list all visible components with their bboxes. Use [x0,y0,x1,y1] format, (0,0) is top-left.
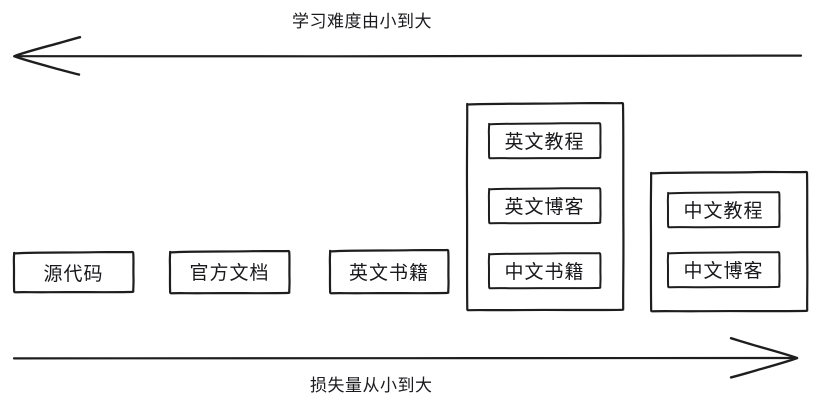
node-official-docs-label: 官方文档 [189,263,270,284]
node-english-books[interactable]: 英文书籍 [330,250,448,292]
node-chinese-blogs-label: 中文博客 [683,261,764,282]
node-chinese-books[interactable]: 中文书籍 [489,253,600,288]
node-english-blogs-label: 英文博客 [504,197,585,218]
node-source-code[interactable]: 源代码 [14,252,133,292]
node-english-tutorials-label: 英文教程 [504,132,585,153]
node-chinese-books-label: 中文书籍 [504,262,585,283]
difficulty-axis-arrow [13,36,803,76]
node-english-books-label: 英文书籍 [348,262,429,284]
node-chinese-tutorials[interactable]: 中文教程 [668,192,779,227]
node-english-blogs[interactable]: 英文博客 [489,188,600,223]
node-english-tutorials[interactable]: 英文教程 [489,123,600,158]
node-source-code-label: 源代码 [43,263,104,285]
node-official-docs[interactable]: 官方文档 [170,251,289,292]
difficulty-axis-label: 学习难度由小到大 [292,12,432,31]
node-chinese-tutorials-label: 中文教程 [683,201,764,222]
loss-axis-label: 损失量从小到大 [310,376,433,395]
loss-axis-arrow [12,337,799,379]
node-chinese-blogs[interactable]: 中文博客 [668,252,779,287]
